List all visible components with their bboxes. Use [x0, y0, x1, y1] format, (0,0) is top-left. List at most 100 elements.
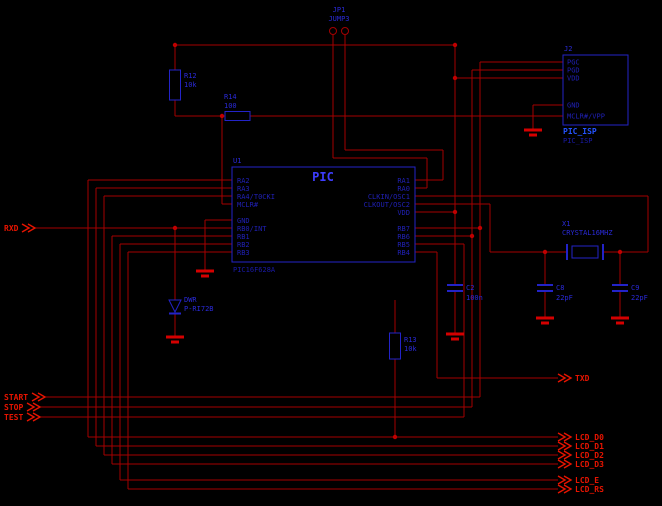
diode-ref-label: DWR: [184, 296, 197, 304]
c8-value-label: 22pF: [556, 294, 573, 302]
port-arrow-icon: [26, 402, 36, 412]
port-lcd-d0[interactable]: LCD_D0: [557, 432, 604, 442]
jumper-ref-label: JP1: [333, 6, 346, 14]
resistor-r13[interactable]: R13 10k: [389, 332, 418, 360]
connector-j2[interactable]: J2 PGC PGD VDD GND MCLR#/VPP PIC_ISP PIC…: [562, 45, 629, 145]
net-lcd-e[interactable]: [119, 243, 558, 481]
port-arrow-icon: [27, 223, 37, 233]
port-lcd-rs[interactable]: LCD_RS: [557, 484, 604, 494]
pic-pin-label: VDD: [397, 209, 410, 217]
resistor-r14[interactable]: R14 100: [224, 93, 251, 121]
port-lcd-e[interactable]: LCD_E: [557, 475, 599, 485]
pic-pin-label: RB2: [237, 241, 250, 249]
net-txd[interactable]: [415, 251, 558, 379]
port-arrow-icon: [32, 412, 42, 422]
pic-pin-label: RA1: [397, 177, 410, 185]
pic-pin-label: RA3: [237, 185, 250, 193]
port-arrow-icon: [21, 223, 31, 233]
capacitor-c8[interactable]: C8 22pF: [537, 284, 573, 302]
port-arrow-icon: [557, 475, 567, 485]
port-txd-label: TXD: [575, 374, 590, 383]
net-jumper-a[interactable]: [332, 35, 428, 189]
ground-symbol[interactable]: [446, 332, 464, 341]
net-osc2[interactable]: [415, 203, 567, 317]
capacitor-c9[interactable]: C9 22pF: [612, 284, 648, 302]
junction-dots: [172, 42, 623, 440]
capacitor-c2[interactable]: C2 100n: [447, 284, 483, 302]
pic-pin-label: RB7: [397, 225, 410, 233]
c2-value-label: 100n: [466, 294, 483, 302]
j2-pin-label: VDD: [567, 75, 580, 83]
port-arrow-icon: [37, 392, 47, 402]
net-pgc-start[interactable]: [45, 61, 563, 398]
ic-pic[interactable]: U1 PIC PIC16F628A RA2 RA3 RA4/T0CKI MCLR…: [231, 157, 416, 274]
port-lcd-d3[interactable]: LCD_D3: [557, 459, 604, 469]
r12-ref-label: R12: [184, 72, 197, 80]
crystal-value-label: CRYSTAL16MHZ: [562, 229, 613, 237]
ground-symbol[interactable]: [524, 128, 542, 137]
port-txd[interactable]: TXD: [557, 373, 590, 383]
net-test[interactable]: [40, 243, 465, 418]
net-lcd-d2[interactable]: [103, 195, 558, 456]
c9-ref-label: C9: [631, 284, 639, 292]
j2-pin-label: PGD: [567, 67, 580, 75]
pic-pin-label: RB4: [397, 249, 410, 257]
net-lcd-d0[interactable]: [87, 179, 558, 438]
net-lcd-rs[interactable]: [127, 251, 558, 490]
ground-symbol[interactable]: [196, 269, 214, 278]
net-vdd-rail[interactable]: [174, 44, 563, 333]
jumper-pin-circle[interactable]: [329, 27, 337, 35]
port-lcd-d2[interactable]: LCD_D2: [557, 450, 604, 460]
net-gnd-pic[interactable]: [204, 219, 232, 270]
port-arrow-icon: [563, 484, 573, 494]
port-arrow-icon: [563, 373, 573, 383]
port-arrow-icon: [557, 459, 567, 469]
jumper-pin-circle[interactable]: [341, 27, 349, 35]
net-jumper-b[interactable]: [344, 35, 444, 181]
net-osc1[interactable]: [415, 195, 649, 317]
port-test[interactable]: TEST: [4, 412, 42, 422]
ground-symbol[interactable]: [536, 316, 554, 325]
pic-pin-label: RA0: [397, 185, 410, 193]
net-gnd-j2[interactable]: [532, 104, 563, 129]
j2-body[interactable]: [562, 54, 629, 126]
net-lcd-d1[interactable]: [95, 187, 558, 447]
port-lcd-d1[interactable]: LCD_D1: [557, 441, 604, 451]
r13-body[interactable]: [389, 332, 401, 360]
port-lcd-e-label: LCD_E: [575, 476, 599, 485]
crystal-x1[interactable]: X1 CRYSTAL16MHZ: [562, 220, 613, 260]
diode-body[interactable]: [168, 299, 182, 314]
j2-value-label: PIC_ISP: [563, 137, 593, 145]
port-stop[interactable]: STOP: [4, 402, 42, 412]
net-mclr[interactable]: [174, 100, 563, 205]
port-start[interactable]: START: [4, 392, 47, 402]
port-arrow-icon: [557, 484, 567, 494]
port-test-label: TEST: [4, 413, 23, 422]
crystal-ref-label: X1: [562, 220, 570, 228]
port-lcd-d3-label: LCD_D3: [575, 460, 604, 469]
port-arrow-icon: [31, 392, 41, 402]
port-arrow-icon: [26, 412, 36, 422]
port-rxd[interactable]: RXD: [4, 223, 37, 233]
pic-pin-label: CLKIN/OSC1: [368, 193, 410, 201]
port-arrow-icon: [557, 450, 567, 460]
resistor-r12[interactable]: R12 10k: [169, 69, 198, 101]
net-pgd-stop[interactable]: [40, 69, 563, 408]
net-lcd-d3[interactable]: [111, 235, 558, 465]
pic-ref-label: U1: [233, 157, 241, 165]
r12-body[interactable]: [169, 69, 181, 101]
jumper-jp1[interactable]: JP1 JUMP3: [328, 6, 350, 35]
r12-value-label: 10k: [184, 81, 197, 89]
r14-value-label: 100: [224, 102, 237, 110]
ground-symbol[interactable]: [166, 335, 184, 344]
port-arrow-icon: [557, 441, 567, 451]
r14-body[interactable]: [224, 111, 251, 121]
ground-symbol[interactable]: [611, 316, 629, 325]
crystal-body[interactable]: [571, 245, 599, 259]
net-rxd[interactable]: [35, 227, 232, 336]
pic-body[interactable]: [231, 166, 416, 263]
port-lcd-d0-label: LCD_D0: [575, 433, 604, 442]
diode-dwr[interactable]: DWR P-RI72B: [168, 296, 214, 315]
